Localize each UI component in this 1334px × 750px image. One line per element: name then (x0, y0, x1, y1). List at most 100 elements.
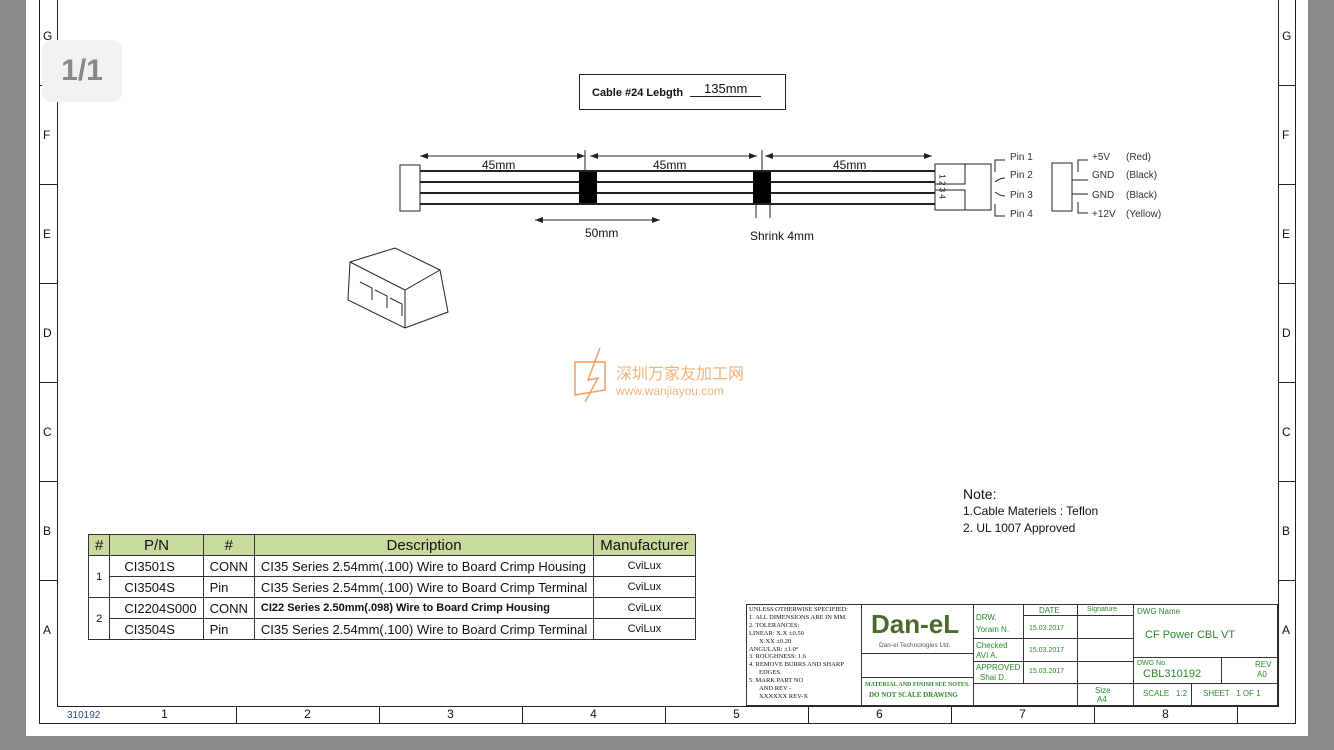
zone-divider (39, 580, 57, 581)
part-number: CI3504S (109, 576, 204, 598)
pin-wire-color: (Black) (1126, 170, 1158, 181)
zone-row-label: C (43, 425, 52, 439)
part-type: CONN (202, 597, 255, 619)
zone-divider (808, 707, 809, 724)
spec-line: UNLESS OTHERWISE SPECIFIED: (749, 606, 848, 613)
zone-row-label: E (43, 227, 52, 241)
zone-row-label: F (1282, 128, 1290, 142)
group-number: 1 (87, 555, 111, 598)
spec-line: 3. ROUGHNESS: 1.6 (749, 653, 807, 661)
title-block: UNLESS OTHERWISE SPECIFIED:1. ALL DIMENS… (746, 604, 1278, 706)
rev-label: REV (1255, 660, 1272, 669)
scale: SCALE 1:2 (1143, 689, 1188, 698)
pin-signal: GND (1092, 170, 1115, 181)
spec-line: LINEAR: X.X ±0.50 (749, 629, 804, 637)
manufacturer: CviLux (593, 618, 696, 640)
spec-line: ANGULAR: ±1.0° (749, 645, 799, 653)
zone-divider (379, 707, 380, 724)
zone-divider (665, 707, 666, 724)
group-number: 2 (87, 597, 111, 640)
col-num-header: # (87, 534, 111, 556)
zone-row-label: C (1282, 425, 1291, 439)
part-type: Pin (202, 618, 255, 640)
offset-dim: 50mm (585, 226, 619, 240)
zone-row-label: F (43, 128, 51, 142)
spec-line: 1. ALL DIMENSIONS ARE IN MM. (749, 613, 847, 621)
dwg-name: CF Power CBL VT (1145, 629, 1236, 641)
zone-divider (1278, 283, 1296, 284)
seg3-dim: 45mm (833, 158, 867, 172)
part-description: CI22 Series 2.50mm(.098) Wire to Board C… (253, 597, 595, 619)
spec-line: 2. TOLERANCES: (749, 621, 800, 629)
checked-name: AVI A. (976, 651, 998, 660)
drw-name: Yoram N. (976, 625, 1010, 634)
zone-row-label: A (43, 623, 52, 637)
part-number: CI3504S (109, 618, 204, 640)
note-line: 2. UL 1007 Approved (963, 521, 1076, 535)
zone-col-label: 2 (304, 707, 311, 721)
zone-col-label: 8 (1162, 707, 1169, 721)
dwg-name-label: DWG Name (1137, 607, 1181, 616)
spec-line: AND REV - (759, 685, 792, 693)
seg1-dim: 45mm (482, 158, 516, 172)
col-manufacturer-header: Manufacturer (593, 534, 696, 556)
col-type-header: # (202, 534, 255, 556)
zone-divider (951, 707, 952, 724)
page-indicator[interactable]: 1/1 (42, 40, 122, 102)
cable-length: 135mm (690, 81, 762, 97)
dwg-no: CBL310192 (1143, 668, 1202, 680)
zone-col-label: 7 (1019, 707, 1026, 721)
seg2-dim: 45mm (653, 158, 687, 172)
cable-label: Cable #24 Lebgth (592, 87, 684, 99)
pin-signal: +12V (1092, 209, 1116, 220)
note-title: Note: (963, 486, 997, 502)
outer-frame (39, 0, 1296, 724)
shrink-dim: Shrink 4mm (750, 229, 815, 243)
part-description: CI35 Series 2.54mm(.100) Wire to Board C… (253, 618, 595, 640)
watermark: 深圳万家友加工网 www.wanjiayou.com (616, 360, 744, 398)
manufacturer: CviLux (593, 555, 696, 577)
spec-line: 5. MARK PART NO (749, 677, 804, 685)
part-type: CONN (202, 555, 255, 577)
connector-numbers: 1 2 3 4 (937, 174, 947, 199)
pin-label: Pin 4 (1010, 209, 1033, 220)
no-scale-note: DO NOT SCALE DRAWING (869, 691, 958, 699)
zone-row-label: G (1282, 29, 1292, 43)
dwg-no-label: DWG No. (1137, 660, 1167, 667)
pin-label: Pin 2 (1010, 170, 1033, 181)
part-number: CI3501S (109, 555, 204, 577)
rev-value: A0 (1257, 670, 1267, 679)
zone-divider (39, 382, 57, 383)
zone-row-label: A (1282, 623, 1291, 637)
spec-line: XXXXXX REV-X (759, 692, 809, 700)
zone-divider (39, 283, 57, 284)
approved-date: 15.03.2017 (1029, 668, 1065, 675)
part-description: CI35 Series 2.54mm(.100) Wire to Board C… (253, 555, 595, 577)
zone-col-label: 6 (876, 707, 883, 721)
watermark-cn: 深圳万家友加工网 (616, 366, 745, 383)
pin-signal: +5V (1092, 152, 1111, 163)
zone-row-label: E (1282, 227, 1291, 241)
part-description: CI35 Series 2.54mm(.100) Wire to Board C… (253, 576, 595, 598)
size-value: A4 (1097, 695, 1107, 704)
zone-col-label: 3 (447, 707, 454, 721)
sheet: SHEET 1 OF 1 (1203, 689, 1261, 698)
zone-divider (522, 707, 523, 724)
signature-header: Signature (1087, 606, 1117, 613)
zone-divider (1278, 382, 1296, 383)
inner-frame (57, 0, 1279, 707)
zone-row-label: D (43, 326, 52, 340)
spec-line: X.XX ±0.20 (759, 637, 792, 645)
spec-line: 4. REMOVE BURRS AND SHARP (749, 661, 844, 669)
size-label: Size (1095, 686, 1111, 695)
zone-divider (39, 184, 57, 185)
footer-code: 310192 (67, 710, 101, 721)
drw-date: 15.03.2017 (1029, 625, 1065, 632)
checked-date: 15.03.2017 (1029, 647, 1065, 654)
pin-label: Pin 1 (1010, 152, 1033, 163)
